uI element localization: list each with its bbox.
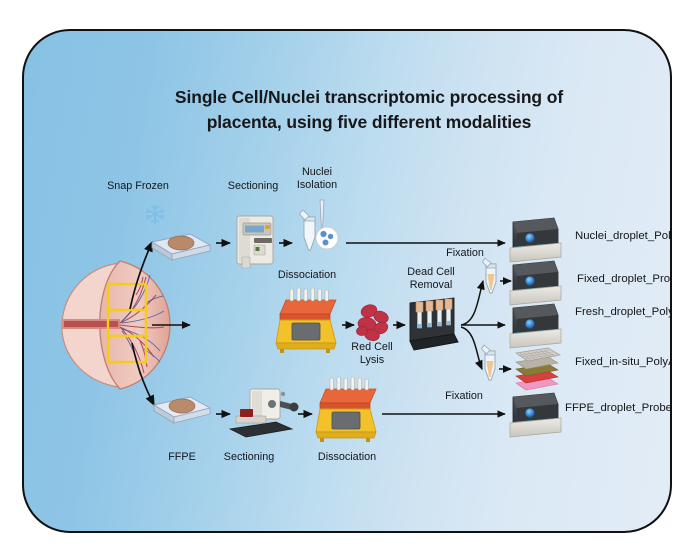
red-blood-cells-icon	[356, 304, 389, 341]
ffpe-tissue-block-icon	[152, 396, 212, 424]
slide-stack-icon	[515, 347, 561, 391]
sequencer-icon-5	[509, 392, 562, 438]
cryostat-icon	[236, 215, 274, 269]
label-sectioning-top: Sectioning	[227, 180, 279, 192]
title-line-1: Single Cell/Nuclei transcriptomic proces…	[174, 87, 564, 107]
nuclei-isolation-tube-icon	[298, 199, 339, 251]
label-red-cell-lysis: Red Cell Lysis	[351, 341, 393, 367]
output-label-1: Nuclei_droplet_PolyA	[575, 230, 671, 242]
label-fixation-upper: Fixation	[446, 247, 484, 259]
label-dead-cell-removal: Dead Cell Removal	[407, 266, 455, 292]
label-dissociation-bottom: Dissociation	[317, 451, 377, 463]
label-sectioning-bottom: Sectioning	[223, 451, 275, 463]
label-snap-frozen: Snap Frozen	[107, 180, 169, 192]
snowflake-icon	[145, 204, 165, 224]
label-ffpe: FFPE	[168, 451, 196, 463]
output-label-2: Fixed_droplet_Probe	[577, 273, 671, 285]
fixation-tube-upper-icon	[481, 257, 497, 294]
magnetic-column-rack-icon	[409, 297, 459, 351]
title-line-2: placenta, using five different modalitie…	[206, 111, 532, 132]
page-title: Single Cell/Nuclei transcriptomic proces…	[84, 85, 654, 135]
output-label-3: Fresh_droplet_PolyA	[575, 306, 672, 318]
sequencer-icon-2	[509, 260, 562, 306]
diagram-panel: Single Cell/Nuclei transcriptomic proces…	[22, 29, 672, 533]
tissue-dissociator-icon-2	[315, 376, 377, 442]
output-label-5: FFPE_droplet_Probe	[565, 402, 672, 414]
arrow-to-snap-frozen	[129, 240, 153, 310]
sequencer-icon-1	[509, 217, 562, 263]
tissue-dissociator-icon	[275, 287, 337, 353]
label-fixation-lower: Fixation	[445, 390, 483, 402]
label-dissociation-mid: Dissociation	[277, 269, 337, 281]
arrow-split-lower	[460, 326, 483, 371]
label-nuclei-isolation: Nuclei Isolation	[296, 166, 338, 192]
placenta-illustration	[61, 260, 171, 390]
microtome-icon	[228, 388, 299, 438]
frozen-tissue-block-icon	[150, 233, 212, 261]
fixation-tube-lower-icon	[480, 344, 496, 381]
sequencer-icon-3	[509, 303, 562, 349]
output-label-4: Fixed_in-situ_PolyA	[575, 356, 672, 368]
arrow-to-ffpe	[131, 342, 155, 407]
